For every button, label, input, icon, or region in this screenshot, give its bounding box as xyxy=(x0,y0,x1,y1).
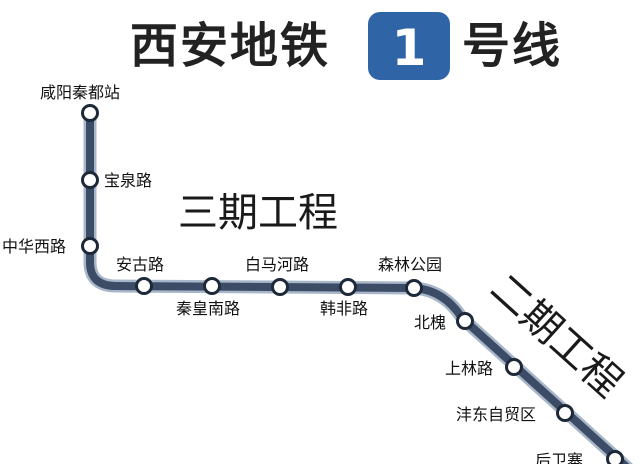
station-label: 后卫寨 xyxy=(535,451,583,464)
station-markers xyxy=(81,104,624,464)
station-labels: 咸阳秦都站 宝泉路 中华西路 安古路 秦皇南路 白马河路 韩非路 森林公园 北槐… xyxy=(2,83,583,464)
station-label: 白马河路 xyxy=(245,255,309,274)
phase-3-label: 三期工程 xyxy=(178,190,338,236)
station-label: 森林公园 xyxy=(378,255,442,274)
station-marker xyxy=(556,404,574,422)
station-marker xyxy=(456,312,474,330)
station-marker xyxy=(203,277,221,295)
station-label: 安古路 xyxy=(116,255,164,274)
station-label: 上林路 xyxy=(445,359,493,378)
phase-2-label: 二期工程 xyxy=(481,265,631,406)
station-label: 北槐 xyxy=(414,313,446,332)
station-marker xyxy=(81,237,99,255)
station-label: 咸阳秦都站 xyxy=(40,83,120,102)
station-marker xyxy=(405,279,423,297)
title-suffix: 号线 xyxy=(462,18,562,74)
station-marker xyxy=(339,278,357,296)
route-line xyxy=(86,109,630,464)
station-marker xyxy=(81,171,99,189)
station-marker xyxy=(135,277,153,295)
station-label: 中华西路 xyxy=(2,237,66,256)
station-label: 宝泉路 xyxy=(104,171,152,190)
station-marker xyxy=(271,278,289,296)
line-number: 1 xyxy=(392,19,427,77)
station-label: 沣东自贸区 xyxy=(456,405,536,424)
line-number-badge xyxy=(368,12,450,80)
station-marker xyxy=(81,104,99,122)
station-label: 韩非路 xyxy=(320,299,368,318)
station-marker xyxy=(606,450,624,464)
station-marker xyxy=(505,358,523,376)
title-prefix: 西安地铁 xyxy=(130,18,330,74)
map-title: 西安地铁 1 号线 xyxy=(130,12,562,80)
station-label: 秦皇南路 xyxy=(176,299,240,318)
